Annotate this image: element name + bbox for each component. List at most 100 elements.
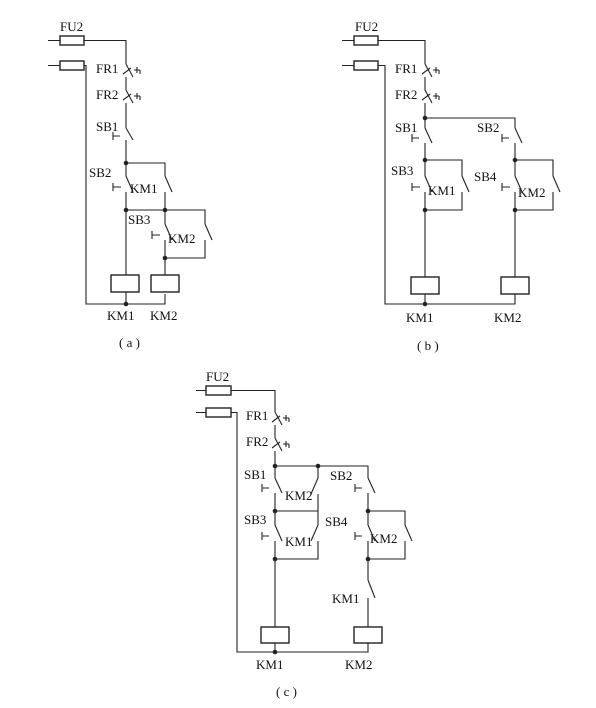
label-fr1: FR1 bbox=[395, 61, 417, 76]
sb4-contact bbox=[367, 511, 376, 559]
sb3-contact bbox=[164, 210, 173, 258]
label-km2-coil: KM2 bbox=[345, 657, 372, 672]
label-km2-coil: KM2 bbox=[150, 308, 177, 323]
label-km2-contact: KM2 bbox=[370, 531, 397, 546]
label-fr1: FR1 bbox=[96, 61, 118, 76]
fr1-thermal-symbol bbox=[122, 67, 141, 75]
km2-interlock-contact bbox=[310, 466, 319, 511]
label-fr1: FR1 bbox=[246, 408, 268, 423]
label-km1-contact: KM1 bbox=[285, 534, 312, 549]
fr2-thermal-symbol bbox=[271, 441, 290, 449]
label-sb2: SB2 bbox=[477, 120, 499, 135]
sb3-contact bbox=[424, 160, 433, 210]
caption-a: ( a ) bbox=[119, 335, 140, 350]
supply-line-lower bbox=[342, 64, 516, 305]
label-sb4: SB4 bbox=[325, 514, 348, 529]
caption-c: ( c ) bbox=[276, 684, 297, 699]
fuse-fu2 bbox=[205, 385, 232, 396]
fr1-contact bbox=[424, 60, 433, 86]
km1-holding-branch bbox=[425, 159, 470, 211]
sb2-contact bbox=[514, 127, 523, 160]
branch-split-line bbox=[425, 117, 516, 128]
panel-b: FU2 FR1 FR2 SB1 SB2 SB3 KM1 SB4 KM2 KM1 … bbox=[342, 19, 561, 353]
sb3-contact bbox=[274, 511, 283, 559]
junction-dot bbox=[123, 301, 129, 307]
sb3-button-symbol bbox=[151, 231, 160, 239]
label-sb3: SB3 bbox=[128, 212, 150, 227]
fr2-thermal-symbol bbox=[122, 93, 141, 101]
sb2-contact bbox=[125, 163, 134, 210]
km2-coil bbox=[353, 626, 383, 644]
caption-b: ( b ) bbox=[417, 338, 439, 353]
junction-dot bbox=[422, 301, 428, 307]
label-km1-coil: KM1 bbox=[107, 308, 134, 323]
panel-c: FU2 FR1 FR2 SB1 KM2 SB2 SB3 KM1 SB4 KM2 … bbox=[196, 369, 413, 699]
panel-a: FU2 FR1 FR2 SB1 SB2 KM1 SB3 KM2 KM1 KM2 … bbox=[48, 19, 213, 350]
supply-line-upper bbox=[48, 39, 127, 60]
label-km1-contact: KM1 bbox=[428, 183, 455, 198]
sb4-contact bbox=[514, 160, 523, 210]
label-fr2: FR2 bbox=[246, 434, 268, 449]
supply-line-lower bbox=[48, 64, 166, 305]
top-bus-line bbox=[275, 465, 369, 478]
km2-holding-branch bbox=[368, 510, 413, 560]
fr2-contact bbox=[274, 434, 283, 466]
fuse-lower bbox=[205, 407, 232, 418]
sb1-contact bbox=[274, 466, 283, 511]
supply-line-lower bbox=[196, 411, 369, 653]
km1-coil bbox=[110, 274, 140, 293]
fr2-contact bbox=[125, 86, 134, 112]
sb1-button-symbol bbox=[112, 132, 120, 140]
fuse-lower bbox=[59, 60, 85, 71]
label-sb3: SB3 bbox=[391, 163, 413, 178]
label-km1-contact: KM1 bbox=[130, 181, 157, 196]
supply-line-upper bbox=[196, 389, 276, 408]
fuse-lower bbox=[353, 60, 379, 71]
sb3-button-symbol bbox=[411, 183, 420, 191]
sb4-button-symbol bbox=[354, 532, 362, 540]
sb1-contact bbox=[125, 112, 134, 163]
km2-coil bbox=[150, 274, 180, 293]
km2-holding-branch bbox=[165, 209, 213, 259]
junction-dot bbox=[272, 649, 278, 655]
km2-coil bbox=[500, 276, 530, 295]
sb2-contact bbox=[367, 477, 376, 511]
sb1-button-symbol bbox=[411, 134, 419, 142]
sb2-button-symbol bbox=[354, 484, 362, 492]
label-fu2: FU2 bbox=[355, 19, 378, 34]
sb1-contact bbox=[424, 118, 433, 160]
sb2-button-symbol bbox=[112, 183, 121, 191]
label-sb1: SB1 bbox=[244, 467, 266, 482]
km1-coil bbox=[260, 626, 290, 644]
fr1-thermal-symbol bbox=[271, 415, 290, 423]
label-km1-coil: KM1 bbox=[406, 310, 433, 325]
label-fr2: FR2 bbox=[96, 87, 118, 102]
fuse-fu2 bbox=[353, 35, 379, 46]
fr2-thermal-symbol bbox=[421, 93, 440, 101]
label-km1-coil: KM1 bbox=[256, 657, 283, 672]
label-km2-coil: KM2 bbox=[494, 310, 521, 325]
supply-line-upper bbox=[342, 39, 426, 60]
km1-coil bbox=[410, 276, 440, 295]
fr1-contact bbox=[125, 60, 134, 86]
label-fu2: FU2 bbox=[60, 19, 83, 34]
km1-interlock-contact bbox=[367, 559, 376, 627]
km2-holding-branch bbox=[515, 159, 561, 211]
label-fr2: FR2 bbox=[395, 87, 417, 102]
fuse-fu2 bbox=[59, 35, 85, 46]
sb2-button-symbol bbox=[501, 134, 509, 142]
label-km2-contact: KM2 bbox=[518, 185, 545, 200]
label-sb4: SB4 bbox=[474, 169, 497, 184]
label-sb2: SB2 bbox=[89, 165, 111, 180]
fr1-contact bbox=[274, 408, 283, 434]
label-km2-interlock: KM2 bbox=[285, 488, 312, 503]
label-sb1: SB1 bbox=[96, 119, 118, 134]
fr2-contact bbox=[424, 86, 433, 118]
sb3-button-symbol bbox=[261, 532, 269, 540]
fr1-thermal-symbol bbox=[421, 67, 440, 75]
label-km1-interlock: KM1 bbox=[332, 591, 359, 606]
sb4-button-symbol bbox=[501, 183, 510, 191]
label-km2-contact: KM2 bbox=[168, 231, 195, 246]
km1-holding-branch bbox=[275, 511, 319, 560]
